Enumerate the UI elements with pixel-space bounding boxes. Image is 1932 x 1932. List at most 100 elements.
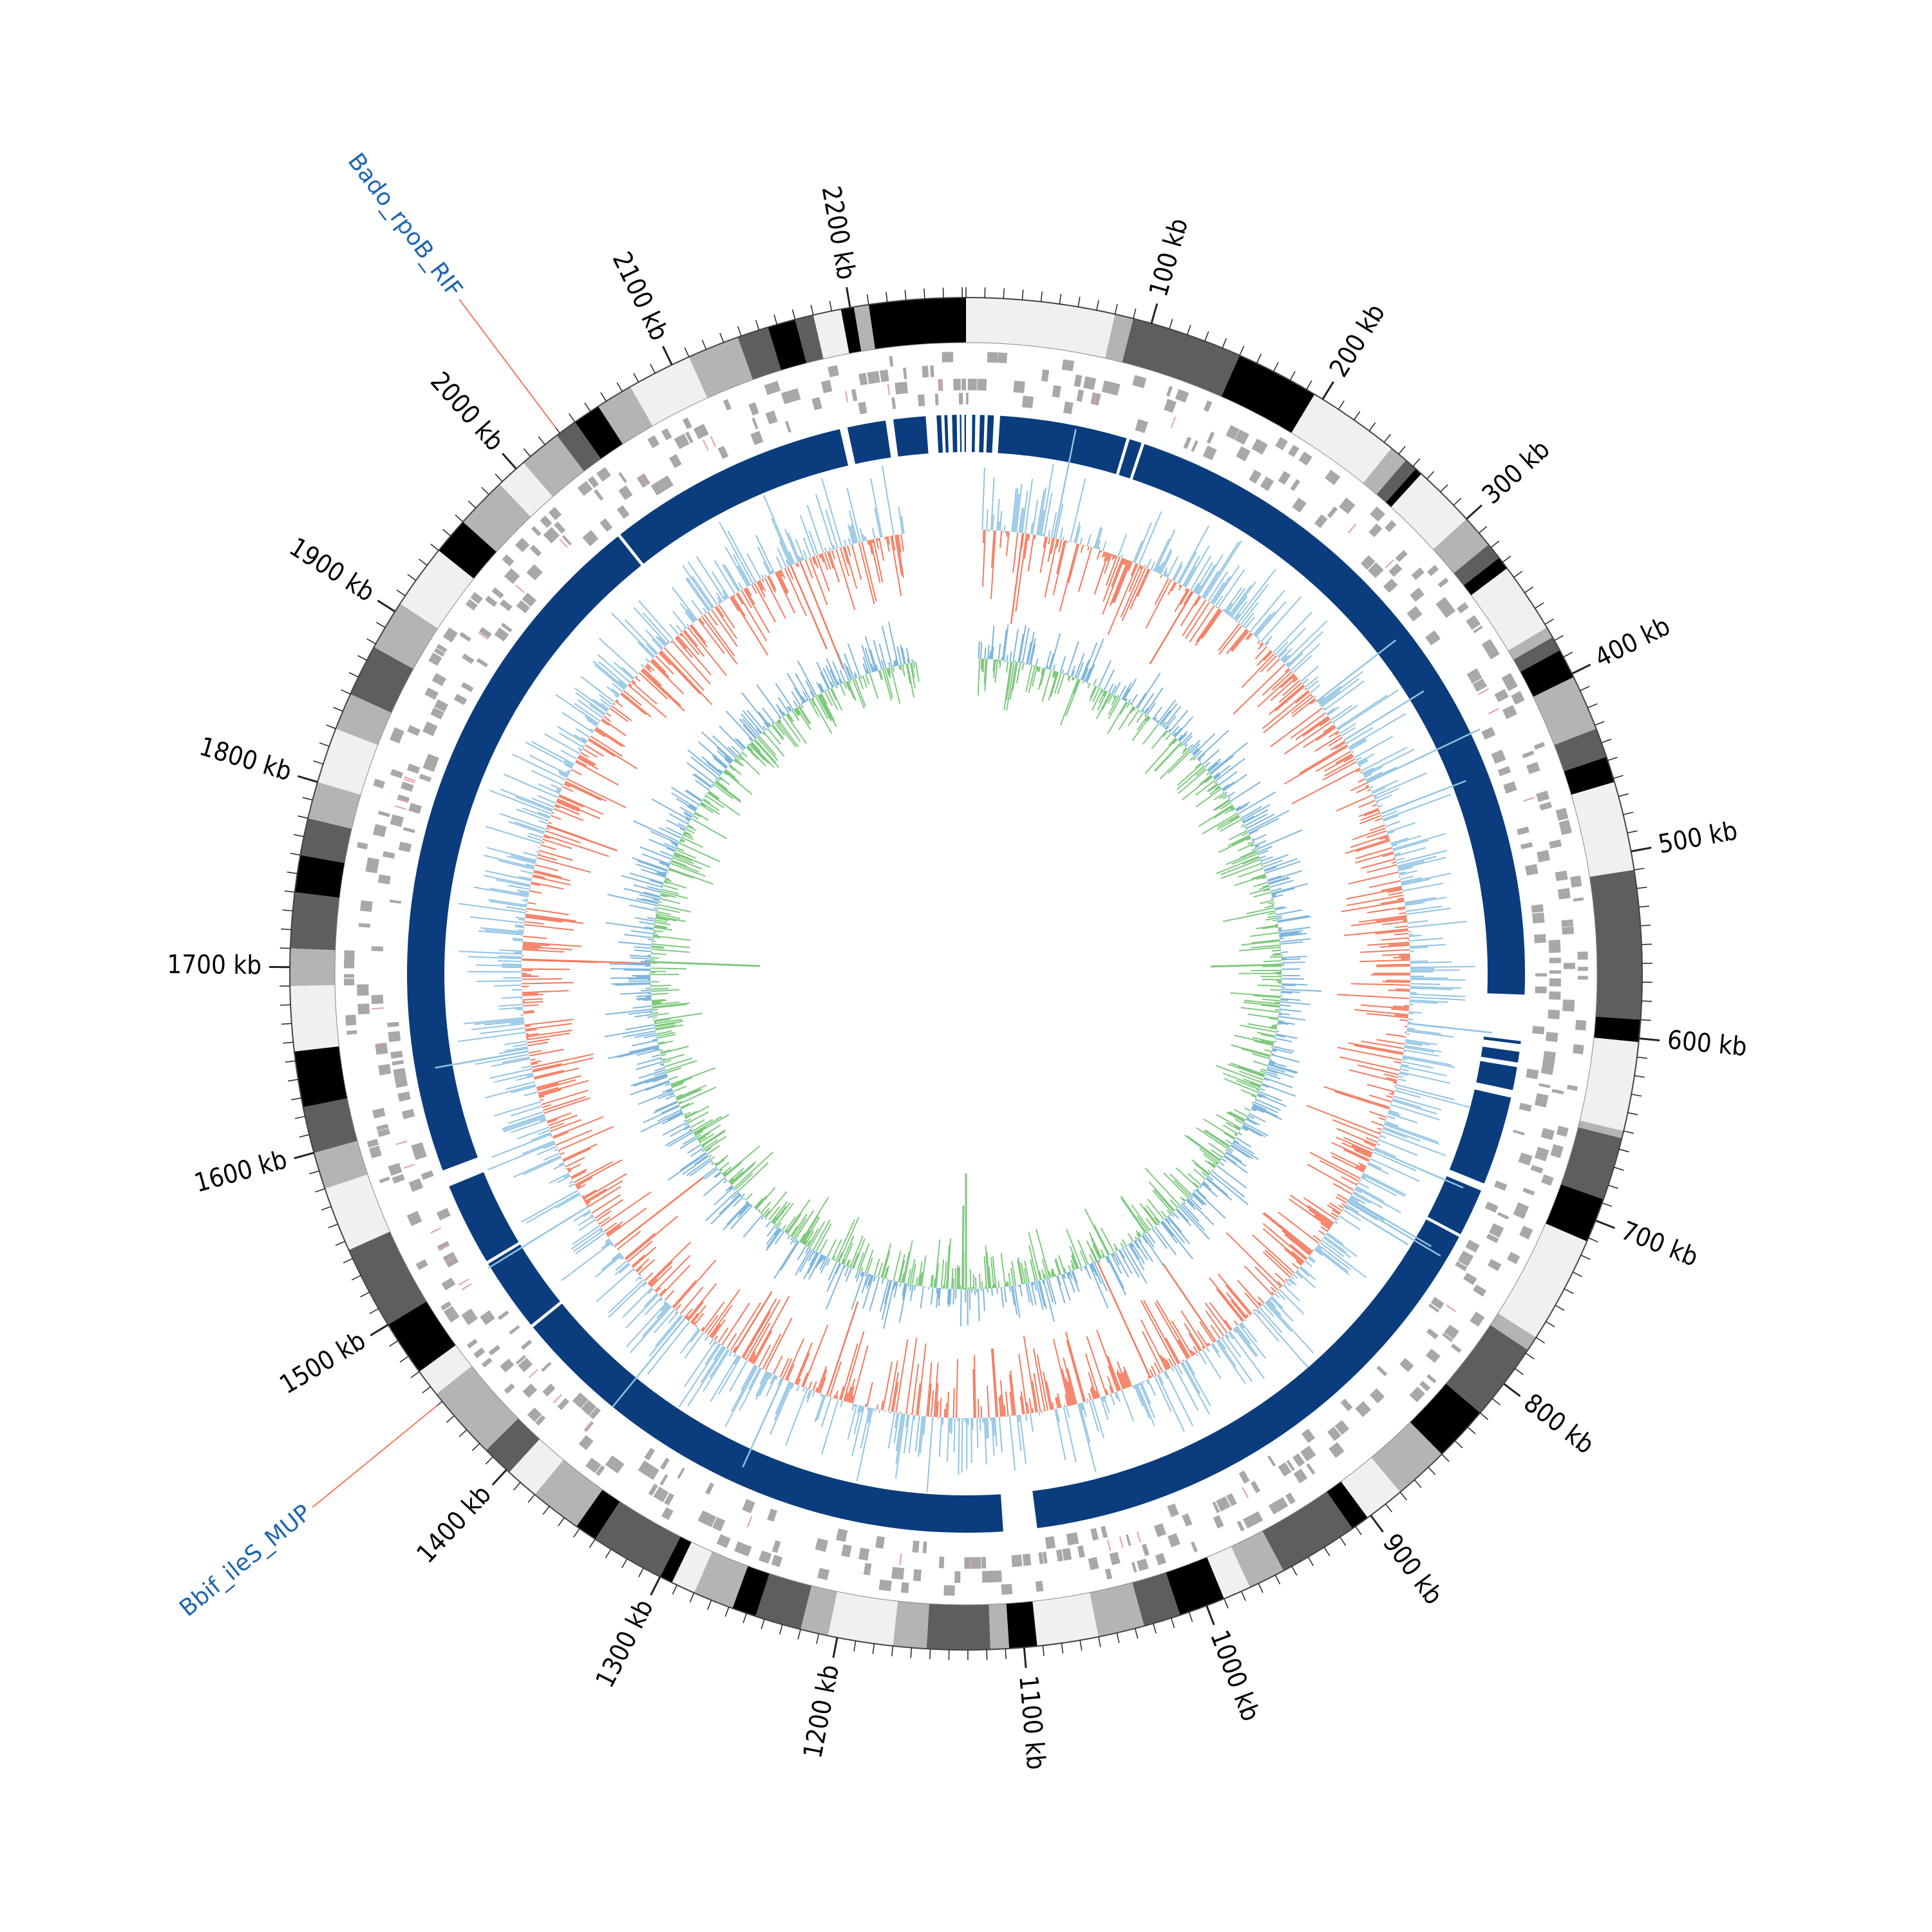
gc-bar bbox=[825, 509, 838, 549]
skew-bar bbox=[668, 868, 694, 879]
gc-bar bbox=[1262, 651, 1273, 661]
gc-bar bbox=[1396, 849, 1448, 864]
skew-bar bbox=[1113, 681, 1121, 696]
gc-bar bbox=[1178, 551, 1197, 584]
minor-tick bbox=[1040, 291, 1043, 302]
gene-block bbox=[1533, 934, 1546, 943]
gc-bar bbox=[976, 1417, 979, 1448]
gc-bar bbox=[564, 782, 602, 801]
gc-bar bbox=[1129, 568, 1150, 610]
skew-bar bbox=[1260, 1039, 1274, 1045]
gc-bar bbox=[1383, 1123, 1440, 1145]
tick-label-600-kb: 600 kb bbox=[1666, 1025, 1748, 1063]
gc-bar bbox=[1283, 721, 1332, 755]
gc-bar bbox=[1313, 695, 1317, 698]
gene-block bbox=[616, 505, 630, 519]
gc-bar bbox=[672, 611, 687, 629]
skew-bar bbox=[1226, 851, 1258, 866]
skew-bar bbox=[1106, 1256, 1127, 1296]
skew-bar bbox=[1059, 678, 1079, 726]
skew-bar bbox=[1126, 1245, 1128, 1247]
skew-bar bbox=[1041, 667, 1044, 674]
skew-bar bbox=[1234, 875, 1266, 887]
skew-bar bbox=[660, 895, 667, 898]
gc-bar bbox=[522, 949, 564, 953]
gc-bar bbox=[594, 1198, 624, 1219]
skew-bar bbox=[1213, 781, 1217, 784]
gc-bar bbox=[1274, 685, 1305, 712]
gc-bar bbox=[590, 1213, 593, 1217]
skew-bar bbox=[703, 1139, 719, 1150]
gc-bar bbox=[1406, 905, 1443, 913]
gc-bar bbox=[1323, 1236, 1347, 1253]
skew-bar bbox=[849, 1235, 864, 1268]
skew-bar bbox=[652, 934, 658, 936]
skew-bar bbox=[1257, 1092, 1266, 1097]
gc-bar bbox=[1051, 1402, 1054, 1410]
minor-tick bbox=[351, 1274, 361, 1281]
gc-spike bbox=[612, 1317, 686, 1408]
gc-bar bbox=[536, 1083, 559, 1090]
gc-bar bbox=[1260, 596, 1302, 642]
gc-bar bbox=[1209, 1302, 1231, 1331]
skew-bar bbox=[1038, 1271, 1043, 1281]
skew-bar bbox=[633, 1074, 668, 1087]
skew-bar bbox=[1257, 846, 1273, 853]
skew-bar bbox=[1118, 706, 1135, 730]
gc-bar bbox=[1369, 824, 1385, 831]
gc-bar bbox=[1307, 679, 1319, 690]
gc-bar bbox=[1124, 559, 1128, 565]
skew-bar bbox=[1104, 1256, 1110, 1264]
minor-tick bbox=[1640, 1019, 1651, 1021]
skew-bar bbox=[690, 818, 727, 839]
skew-bar bbox=[1052, 665, 1056, 671]
gc-bar bbox=[1410, 969, 1461, 971]
gc-bar bbox=[1021, 533, 1025, 549]
gc-bar bbox=[694, 1312, 704, 1326]
gene-block bbox=[1334, 1420, 1350, 1435]
alignment-sliver bbox=[986, 415, 994, 453]
gc-bar bbox=[553, 1131, 569, 1139]
skew-bar bbox=[666, 1067, 681, 1074]
gc-bar bbox=[897, 534, 902, 553]
gc-bar bbox=[522, 1001, 544, 1004]
gc-bar bbox=[724, 564, 741, 592]
skew-bar bbox=[1260, 1034, 1276, 1038]
gc-bar bbox=[870, 478, 883, 538]
skew-bar bbox=[1139, 1202, 1157, 1226]
skew-bar bbox=[1027, 1283, 1034, 1306]
skew-bar bbox=[1054, 1274, 1057, 1277]
gene-block bbox=[1534, 1146, 1549, 1162]
gc-bar bbox=[926, 1362, 933, 1417]
gc-bar bbox=[1167, 581, 1176, 596]
minor-tick bbox=[638, 1567, 644, 1578]
gc-bar bbox=[1210, 1325, 1221, 1339]
major-tick bbox=[1370, 1515, 1384, 1533]
skew-bar bbox=[998, 1281, 1000, 1288]
skew-bar bbox=[1281, 983, 1308, 986]
minor-tick bbox=[1587, 703, 1598, 708]
skew-bar bbox=[826, 1262, 840, 1293]
skew-bar bbox=[661, 1104, 679, 1114]
minor-tick bbox=[761, 1619, 765, 1629]
gc-bar bbox=[592, 698, 609, 711]
skew-bar bbox=[1171, 725, 1180, 735]
gc-bar bbox=[1149, 1368, 1154, 1378]
gc-bar bbox=[777, 548, 787, 568]
gc-bar bbox=[1316, 1246, 1349, 1273]
skew-bar bbox=[662, 1121, 688, 1136]
skew-bar bbox=[1100, 1249, 1106, 1258]
skew-bar bbox=[815, 1255, 824, 1269]
gc-bar bbox=[1323, 680, 1365, 711]
gc-bar bbox=[1381, 953, 1410, 956]
gc-bar bbox=[532, 875, 571, 886]
minor-tick bbox=[1555, 1305, 1565, 1311]
gc-bar bbox=[814, 1394, 825, 1423]
skew-bar bbox=[673, 1085, 687, 1092]
gene-block bbox=[903, 367, 907, 379]
gene-block bbox=[820, 379, 833, 393]
skew-bar bbox=[1121, 682, 1132, 700]
gc-bar bbox=[600, 719, 610, 726]
skew-bar bbox=[634, 1014, 654, 1018]
gc-bar bbox=[1217, 569, 1245, 609]
